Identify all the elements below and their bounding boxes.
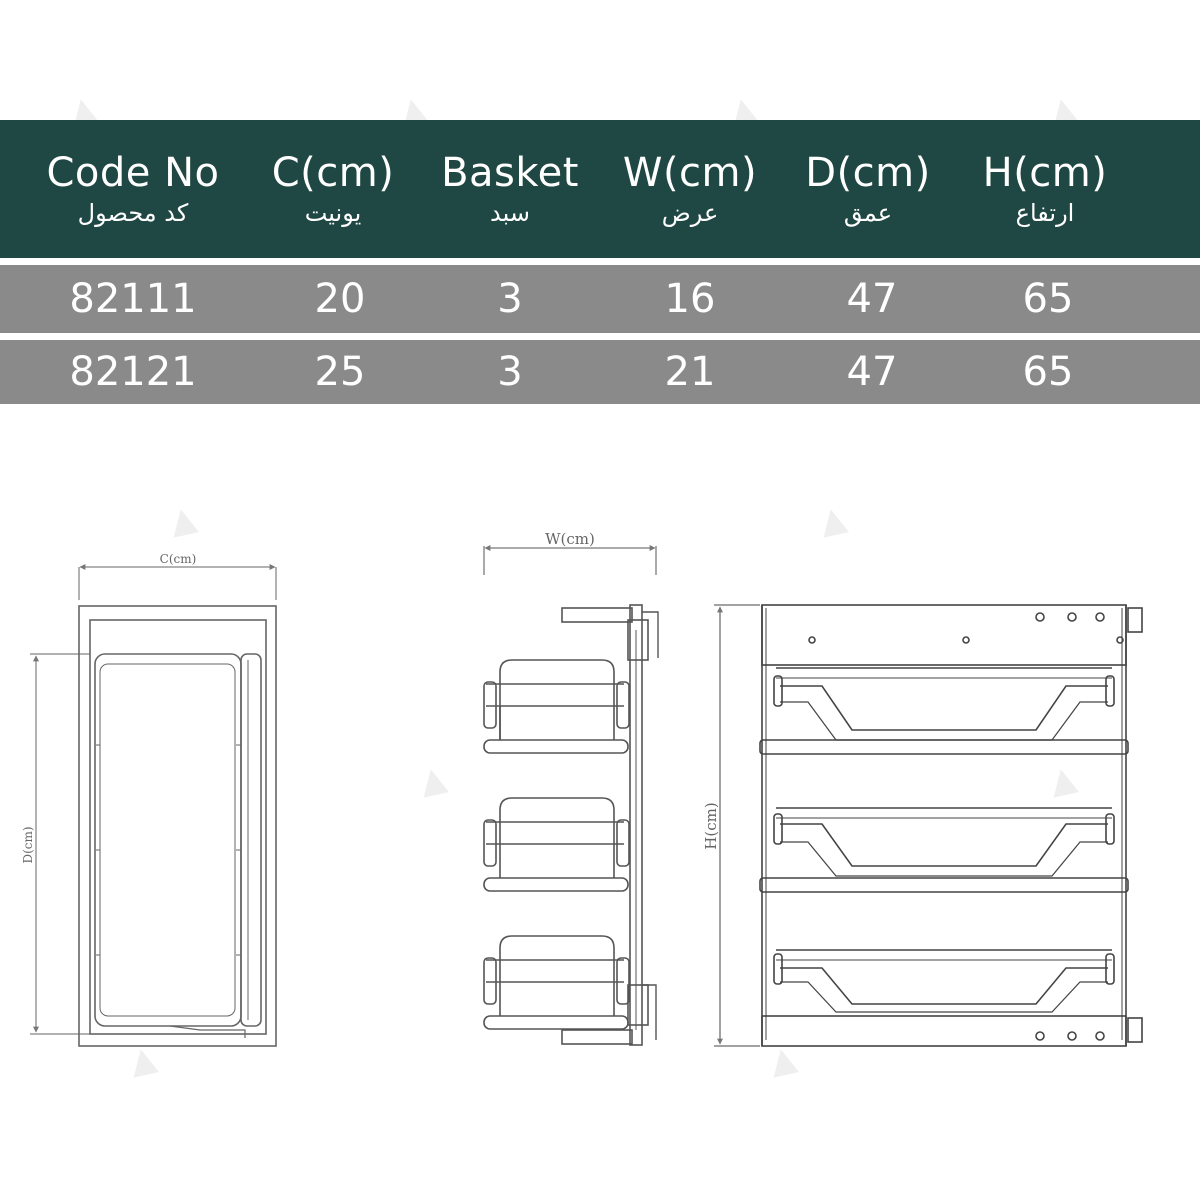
table-row: 82121 25 3 21 47 65	[0, 340, 1200, 404]
header-width: W(cm) عرض	[623, 120, 757, 258]
header-depth-fa: عمق	[843, 199, 893, 227]
header-basket-en: Basket	[441, 150, 579, 196]
row1-height: 65	[1022, 276, 1074, 322]
row1-basket: 3	[497, 276, 523, 322]
row1-unit: 20	[314, 276, 366, 322]
header-unit: C(cm) یونیت	[272, 120, 395, 258]
row1-width: 16	[664, 276, 716, 322]
header-basket-fa: سبد	[490, 199, 530, 227]
header-width-en: W(cm)	[622, 150, 758, 196]
header-unit-en: C(cm)	[271, 150, 395, 196]
header-code-no-en: Code No	[46, 150, 220, 196]
row1-code: 82111	[69, 276, 197, 322]
header-height-en: H(cm)	[982, 150, 1108, 196]
top-view-depth-label: D(cm)	[21, 826, 35, 863]
table-row: 82111 20 3 16 47 65	[0, 265, 1200, 333]
row2-depth: 47	[846, 349, 898, 395]
row2-code: 82121	[69, 349, 197, 395]
header-basket: Basket سبد	[441, 120, 579, 258]
spec-table-header: Code No کد محصول C(cm) یونیت Basket سبد …	[0, 120, 1200, 258]
header-depth-en: D(cm)	[805, 150, 931, 196]
header-unit-fa: یونیت	[304, 199, 362, 227]
header-code-no: Code No کد محصول	[46, 120, 219, 258]
header-depth: D(cm) عمق	[805, 120, 930, 258]
row1-depth: 47	[846, 276, 898, 322]
row2-height: 65	[1022, 349, 1074, 395]
row2-unit: 25	[314, 349, 366, 395]
front-view-height-label: H(cm)	[702, 802, 720, 849]
front-view-drawing: H(cm)	[702, 604, 1143, 1047]
side-view-width-label: W(cm)	[545, 530, 595, 548]
header-height: H(cm) ارتفاع	[983, 120, 1108, 258]
top-view-drawing: C(cm) D(cm)	[21, 552, 277, 1047]
row2-basket: 3	[497, 349, 523, 395]
header-code-no-fa: کد محصول	[77, 199, 189, 227]
top-view-width-label: C(cm)	[160, 552, 197, 566]
row2-width: 21	[664, 349, 716, 395]
side-view-drawing: W(cm)	[483, 530, 659, 1046]
header-width-fa: عرض	[661, 199, 719, 227]
header-height-fa: ارتفاع	[1015, 199, 1075, 227]
